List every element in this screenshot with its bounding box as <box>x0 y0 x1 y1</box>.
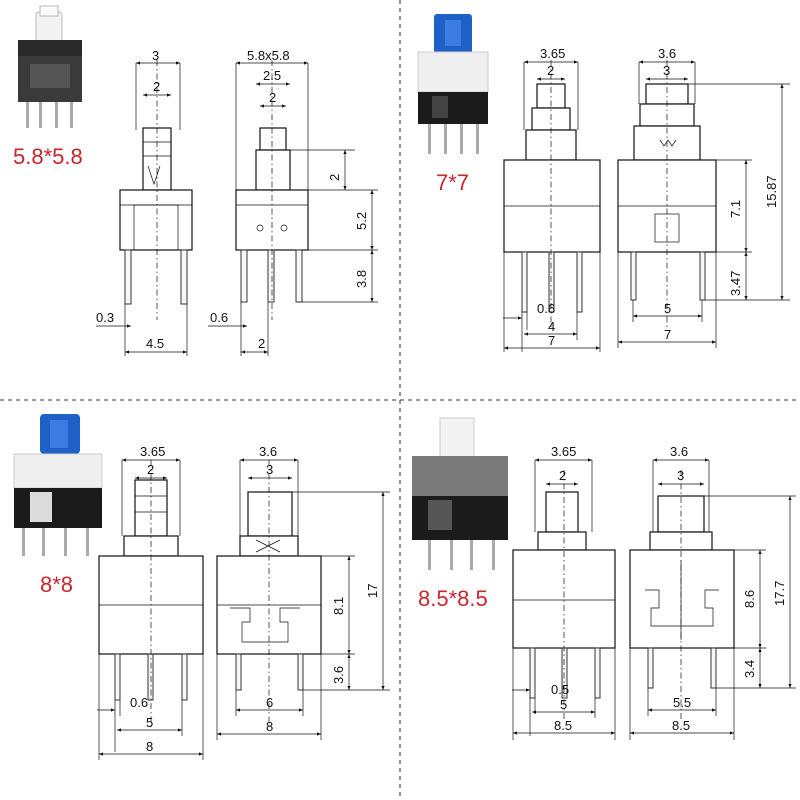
side-view-7 <box>503 60 601 330</box>
dim-label: 3.8 <box>354 270 369 288</box>
side-view-8 <box>98 460 204 730</box>
dim-label: 8.1 <box>331 597 346 615</box>
front-view-5-8 <box>235 60 309 320</box>
dim-label: 6 <box>266 695 273 710</box>
dim-label: 2 <box>547 63 554 78</box>
dim-label: 8 <box>146 739 153 754</box>
dim-label: 3 <box>152 48 159 63</box>
dim-label: 3.4 <box>742 660 757 678</box>
dimensions-8 <box>97 458 390 760</box>
dim-label: 0.6 <box>130 695 148 710</box>
panel-7: 7*7 <box>417 14 790 352</box>
dim-label: 3.65 <box>551 444 576 459</box>
dim-label: 2.5 <box>263 68 281 83</box>
dim-label: 2 <box>269 90 276 105</box>
dim-label: 8.5 <box>672 718 690 733</box>
front-view-7 <box>617 60 717 330</box>
dim-label: 3.6 <box>670 444 688 459</box>
dim-label: 5 <box>664 301 671 316</box>
dim-label: 3.65 <box>540 46 565 61</box>
dim-label: 8.5 <box>554 718 572 733</box>
caption-5-8: 5.8*5.8 <box>13 144 83 169</box>
dim-label: 7.1 <box>728 200 743 218</box>
dim-label: 0.6 <box>537 301 555 316</box>
dim-label: 3.65 <box>140 444 165 459</box>
dim-label: 4 <box>548 319 555 334</box>
dim-label: 8.6 <box>742 590 757 608</box>
dim-label: 0.6 <box>210 310 228 325</box>
switch-photo-8 <box>13 414 103 556</box>
dim-label: 0.3 <box>96 310 114 325</box>
panel-8: 8*8 <box>13 414 390 760</box>
dim-label: 17 <box>365 584 380 598</box>
dim-label: 3.6 <box>658 46 676 61</box>
switch-photo-8-5 <box>412 417 508 570</box>
caption-8-5: 8.5*8.5 <box>418 586 488 611</box>
dim-label: 2 <box>147 462 154 477</box>
panel-8-5: 8.5*8.5 <box>412 417 796 740</box>
switch-photo-7 <box>417 14 489 154</box>
side-view-5-8 <box>119 60 193 320</box>
dim-label: 2 <box>559 468 566 483</box>
dim-label: 2 <box>153 79 160 94</box>
dim-label: 5.2 <box>354 212 369 230</box>
dim-label: 0.5 <box>551 682 569 697</box>
dim-label: 7 <box>664 327 671 342</box>
dim-label: 8 <box>266 719 273 734</box>
front-view-8-5 <box>629 470 735 720</box>
dimensions-8-5 <box>512 458 796 740</box>
dim-label: 5.8x5.8 <box>247 48 290 63</box>
dimensions-5-8 <box>96 61 378 356</box>
caption-7: 7*7 <box>436 170 469 195</box>
dim-label: 3 <box>266 462 273 477</box>
dim-label: 3.6 <box>259 444 277 459</box>
side-view-8-5 <box>512 470 616 720</box>
dim-label: 5.5 <box>673 695 691 710</box>
dim-label: 5 <box>560 697 567 712</box>
switch-photo-5-8 <box>18 5 82 128</box>
panel-5-8: 5.8*5.8 <box>13 5 378 356</box>
dim-label: 2 <box>258 336 265 351</box>
dim-label: 3 <box>663 63 670 78</box>
dim-label: 3 <box>677 468 684 483</box>
dim-label: 4.5 <box>146 336 164 351</box>
dim-label: 17.7 <box>772 581 787 606</box>
front-view-8 <box>216 460 322 730</box>
dim-label: 3.6 <box>331 666 346 684</box>
dim-label: 5 <box>146 715 153 730</box>
caption-8: 8*8 <box>40 572 73 597</box>
dim-label: 2 <box>327 174 342 181</box>
dim-label: 3.47 <box>728 271 743 296</box>
dim-label: 7 <box>548 333 555 348</box>
dimensions-7 <box>503 60 790 352</box>
dim-label: 15.87 <box>764 175 779 208</box>
